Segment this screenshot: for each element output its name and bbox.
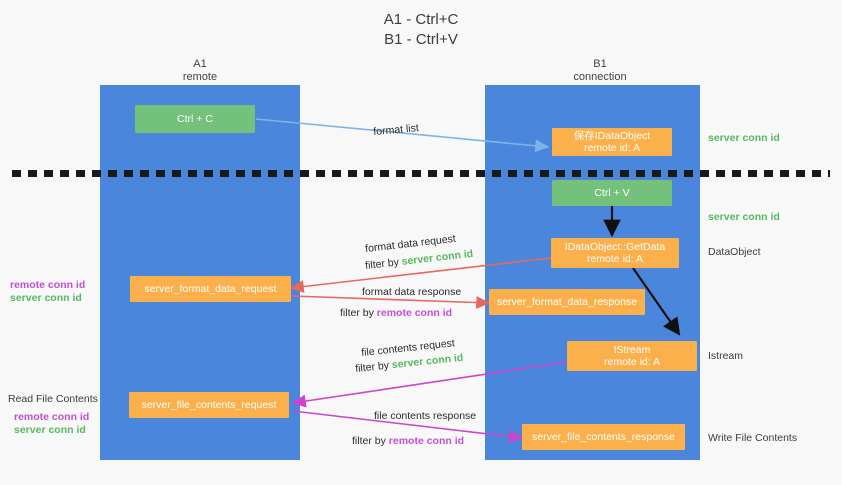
- label-dataobject: DataObject: [708, 246, 761, 258]
- phase-divider: [12, 170, 830, 177]
- label-file-server-conn-id: server conn id: [14, 424, 86, 436]
- note-format-data-response: format data response: [362, 286, 462, 298]
- node-istream[interactable]: IStream remote id: A: [567, 341, 697, 371]
- node-ctrl-v[interactable]: Ctrl + V: [552, 180, 672, 206]
- node-idataobject-getdata[interactable]: IDataObject::GetData remote id: A: [551, 238, 679, 268]
- node-server-file-contents-request[interactable]: server_file_contents_request: [129, 392, 289, 418]
- label-server-conn-id-mid: server conn id: [708, 211, 780, 223]
- label-file-remote-conn-id: remote conn id: [14, 411, 90, 423]
- node-save-idataobject[interactable]: 保存IDataObject remote id: A: [552, 128, 672, 156]
- note-filter-value: remote conn id: [376, 307, 453, 319]
- note-file-contents-response-filter: filter by remote conn id: [352, 434, 464, 448]
- note-file-contents-response: file contents response: [374, 410, 477, 422]
- node-server-file-contents-response[interactable]: server_file_contents_response: [522, 424, 685, 450]
- note-filter-prefix: filter by: [352, 435, 389, 447]
- note-filter-value: remote conn id: [388, 435, 465, 447]
- label-format-server-conn-id: server conn id: [10, 292, 82, 304]
- node-server-format-data-response[interactable]: server_format_data_response: [489, 289, 645, 315]
- note-format-data-response-filter: filter by remote conn id: [340, 306, 452, 320]
- label-format-remote-conn-id: remote conn id: [10, 279, 86, 291]
- label-read-file-contents: Read File Contents: [8, 393, 98, 405]
- note-format-list: format list: [372, 122, 420, 139]
- page-title: A1 - Ctrl+C B1 - Ctrl+V: [383, 11, 459, 48]
- label-istream: Istream: [708, 350, 744, 362]
- node-ctrl-c[interactable]: Ctrl + C: [135, 105, 255, 133]
- node-server-format-data-request[interactable]: server_format_data_request: [130, 276, 291, 302]
- label-write-file-contents: Write File Contents: [708, 432, 798, 444]
- note-filter-prefix: filter by: [354, 359, 393, 376]
- label-server-conn-id-top: server conn id: [708, 132, 780, 144]
- note-filter-value: server conn id: [401, 247, 474, 268]
- note-filter-prefix: filter by: [340, 307, 377, 319]
- column-header-b1: B1 connection: [573, 58, 627, 83]
- note-filter-prefix: filter by: [364, 255, 403, 273]
- column-header-a1: A1 remote: [182, 58, 218, 83]
